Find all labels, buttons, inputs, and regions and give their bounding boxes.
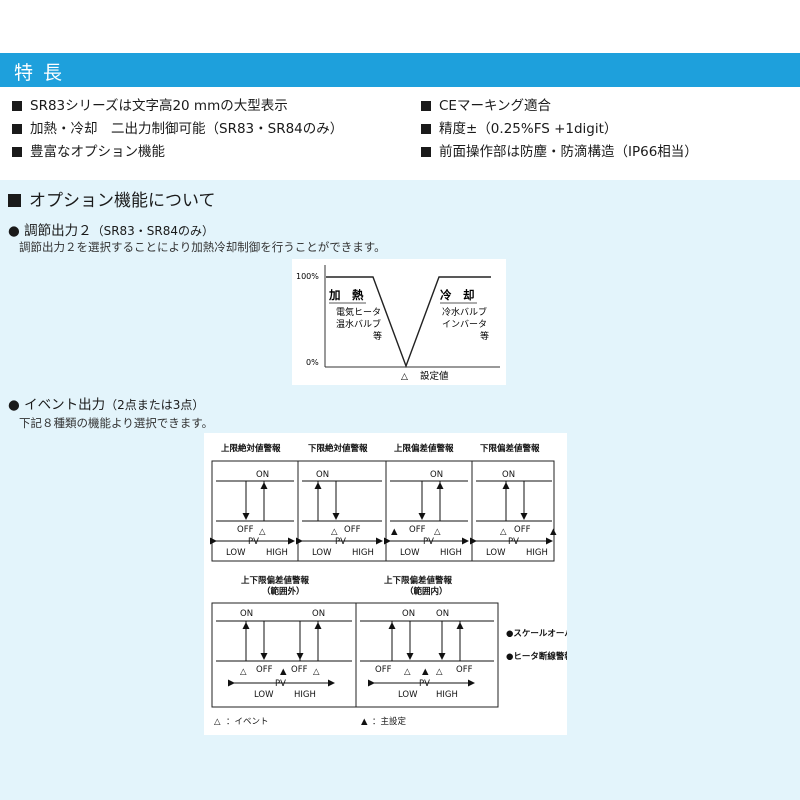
main-setpoint-triangle-icon: ▲ bbox=[391, 527, 398, 537]
event-triangle-icon: △ bbox=[331, 527, 338, 537]
event-output-description: 下記８種類の機能より選択できます。 bbox=[19, 416, 214, 430]
square-bullet-icon bbox=[12, 147, 22, 157]
event-triangle-icon: △ bbox=[500, 527, 507, 537]
event-triangle-icon: △ bbox=[404, 667, 411, 677]
y-axis-100-label: 100% bbox=[296, 272, 319, 281]
main-setpoint-triangle-icon: ▲ bbox=[280, 667, 287, 677]
pv-label: PV bbox=[423, 537, 434, 547]
pv-label: PV bbox=[419, 679, 430, 689]
high-label: HIGH bbox=[526, 548, 548, 558]
feature-item: CEマーキング適合 bbox=[421, 94, 551, 114]
feature-item: 前面操作部は防塵・防滴構造（IP66相当） bbox=[421, 140, 698, 160]
feature-item: 精度±（0.25%FS +1digit） bbox=[421, 117, 617, 137]
on-label: ON bbox=[256, 470, 269, 480]
on-label: ON bbox=[312, 609, 325, 619]
low-label: LOW bbox=[226, 548, 246, 558]
pv-label: PV bbox=[508, 537, 519, 547]
heat-line1: 電気ヒータ bbox=[336, 306, 381, 318]
square-bullet-icon bbox=[12, 124, 22, 134]
cool-line1: 冷水バルブ bbox=[442, 306, 487, 318]
control-output-description: 調節出力２を選択することにより加熱冷却制御を行うことができます。 bbox=[19, 240, 386, 254]
features-title: 特長 bbox=[14, 62, 73, 84]
low-label: LOW bbox=[400, 548, 420, 558]
alarm-sub-inside: （範囲内） bbox=[405, 586, 448, 597]
event-triangle-icon: △ bbox=[259, 527, 266, 537]
legend-main-marker: ▲ bbox=[361, 717, 368, 727]
setpoint-triangle-icon: △ bbox=[401, 372, 408, 382]
pv-label: PV bbox=[335, 537, 346, 547]
high-label: HIGH bbox=[266, 548, 288, 558]
heat-line2: 温水バルブ bbox=[336, 318, 381, 330]
features-header-bar: 特長 bbox=[0, 53, 800, 87]
cool-line2: インバータ bbox=[442, 319, 487, 330]
on-label: ON bbox=[436, 609, 449, 619]
on-label: ON bbox=[502, 470, 515, 480]
off-label: OFF bbox=[256, 665, 273, 675]
square-bullet-icon bbox=[421, 124, 431, 134]
cool-line3: 等 bbox=[480, 330, 489, 342]
off-label: OFF bbox=[237, 525, 254, 535]
alarm-title-outside: 上下限偏差値警報 bbox=[241, 575, 310, 586]
event-triangle-icon: △ bbox=[434, 527, 441, 537]
main-setpoint-triangle-icon: ▲ bbox=[422, 667, 429, 677]
high-label: HIGH bbox=[436, 690, 458, 700]
alarm-sub-outside: （範囲外） bbox=[262, 586, 305, 597]
low-label: LOW bbox=[312, 548, 332, 558]
event-triangle-icon: △ bbox=[240, 667, 247, 677]
legend-event-marker: △ bbox=[214, 717, 221, 727]
main-setpoint-triangle-icon: ▲ bbox=[550, 527, 557, 537]
square-bullet-icon bbox=[8, 194, 21, 207]
low-label: LOW bbox=[486, 548, 506, 558]
heater-break-label: ●ヒータ断線警報 bbox=[506, 651, 567, 662]
event-output-heading: ● イベント出力（2点または3点） bbox=[8, 397, 205, 413]
pv-label: PV bbox=[275, 679, 286, 689]
setpoint-label: 設定値 bbox=[420, 370, 449, 382]
scale-over-label: ●スケールオーバー bbox=[506, 628, 567, 639]
alarm-diagrams: 上限絶対値警報 下限絶対値警報 上限偏差値警報 下限偏差値警報 上下限偏差値警報… bbox=[204, 433, 581, 735]
off-label: OFF bbox=[344, 525, 361, 535]
on-label: ON bbox=[430, 470, 443, 480]
square-bullet-icon bbox=[12, 101, 22, 111]
heat-title: 加 熱 bbox=[328, 288, 364, 302]
control-output-heading: ● 調節出力２（SR83・SR84のみ） bbox=[8, 223, 215, 239]
off-label: OFF bbox=[375, 665, 392, 675]
high-label: HIGH bbox=[352, 548, 374, 558]
feature-item: SR83シリーズは文字高20 mmの大型表示 bbox=[12, 94, 288, 114]
pv-label: PV bbox=[248, 537, 259, 547]
heat-cool-graph: 100% 0% 加 熱 電気ヒータ 温水バルブ 等 冷 却 冷水バルブ インバー… bbox=[292, 259, 506, 385]
off-label: OFF bbox=[456, 665, 473, 675]
options-title: オプション機能について bbox=[8, 186, 216, 211]
low-label: LOW bbox=[254, 690, 274, 700]
alarm-title-lower-abs: 下限絶対値警報 bbox=[308, 443, 368, 454]
event-triangle-icon: △ bbox=[436, 667, 443, 677]
square-bullet-icon bbox=[421, 147, 431, 157]
high-label: HIGH bbox=[440, 548, 462, 558]
y-axis-0-label: 0% bbox=[306, 358, 319, 367]
heat-line3: 等 bbox=[373, 330, 382, 342]
square-bullet-icon bbox=[421, 101, 431, 111]
event-triangle-icon: △ bbox=[313, 667, 320, 677]
high-label: HIGH bbox=[294, 690, 316, 700]
off-label: OFF bbox=[291, 665, 308, 675]
on-label: ON bbox=[402, 609, 415, 619]
on-label: ON bbox=[240, 609, 253, 619]
on-label: ON bbox=[316, 470, 329, 480]
off-label: OFF bbox=[409, 525, 426, 535]
cool-title: 冷 却 bbox=[440, 288, 475, 302]
alarm-title-upper-dev: 上限偏差値警報 bbox=[394, 443, 454, 454]
alarm-title-upper-abs: 上限絶対値警報 bbox=[221, 443, 281, 454]
legend-event-text: ：イベント bbox=[226, 717, 269, 727]
alarm-title-inside: 上下限偏差値警報 bbox=[384, 575, 453, 586]
feature-item: 豊富なオプション機能 bbox=[12, 140, 165, 160]
off-label: OFF bbox=[514, 525, 531, 535]
legend-main-text: ：主設定 bbox=[372, 716, 407, 727]
feature-item: 加熱・冷却 二出力制御可能（SR83・SR84のみ） bbox=[12, 117, 343, 137]
low-label: LOW bbox=[398, 690, 418, 700]
alarm-title-lower-dev: 下限偏差値警報 bbox=[480, 443, 540, 454]
